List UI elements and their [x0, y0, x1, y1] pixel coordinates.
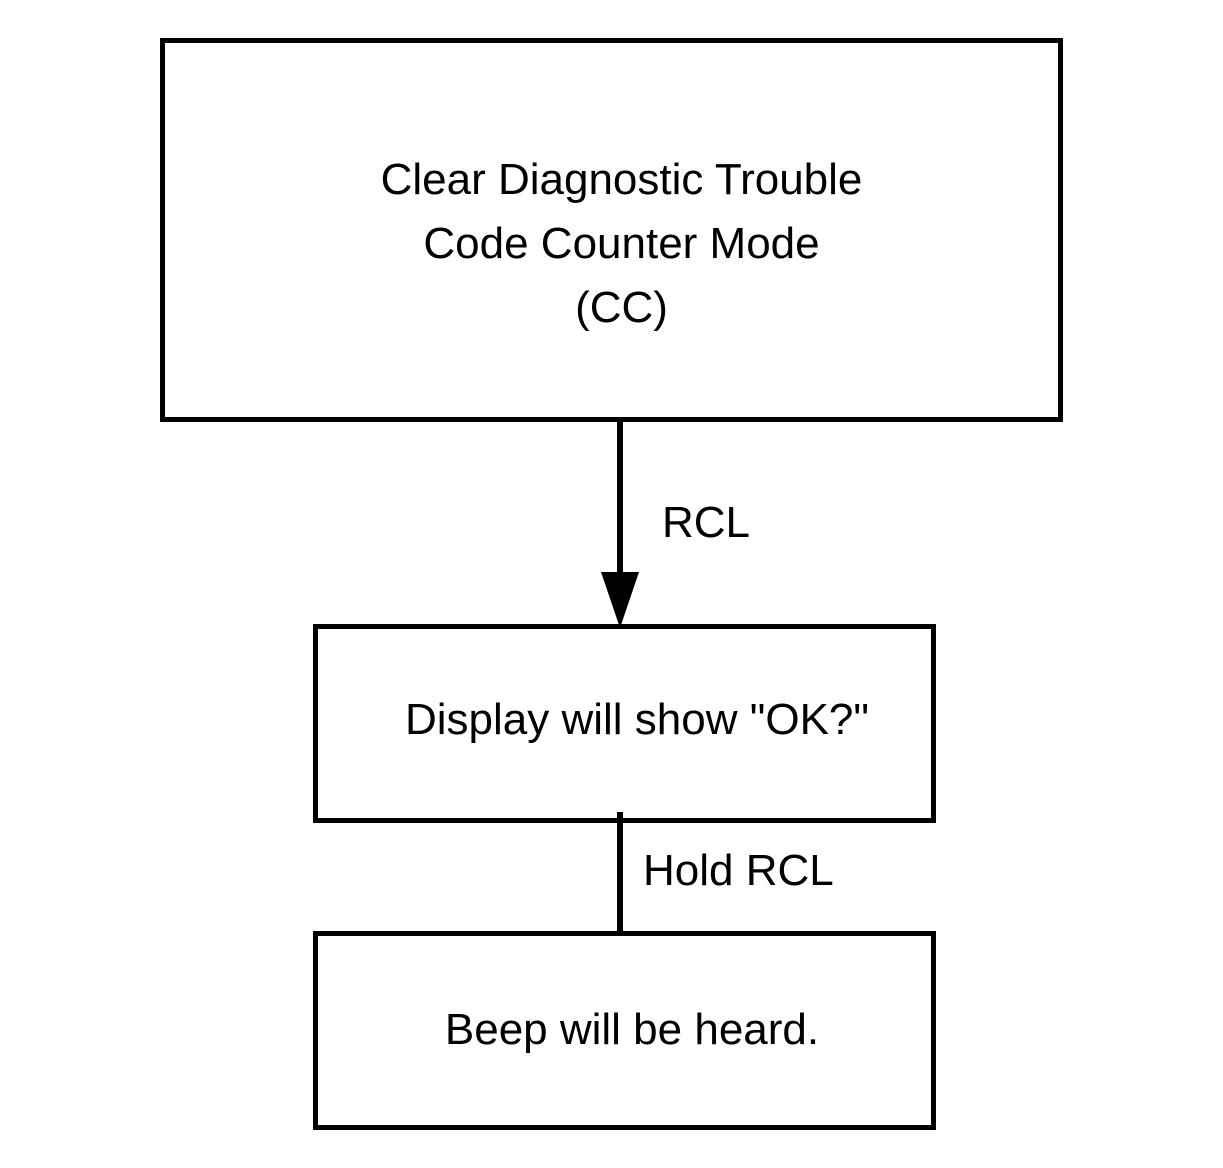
arrowhead-down-icon — [601, 572, 639, 628]
node-display-text: Display will show "OK?" — [404, 695, 870, 744]
node-beep-heard: Beep will be heard. — [313, 931, 936, 1130]
node-beep-text: Beep will be heard. — [444, 1005, 820, 1054]
node-clear-diagnostic-trouble-code-counter-mode: Clear Diagnostic Trouble Code Counter Mo… — [160, 38, 1063, 422]
edge-line-rcl — [617, 418, 623, 580]
node-clear-mode-line-2: Code Counter Mode — [423, 219, 820, 268]
edge-label-rcl: RCL — [662, 498, 751, 547]
node-clear-mode-text: Clear Diagnostic Trouble Code Counter Mo… — [185, 148, 1058, 340]
node-clear-mode-line-1: Clear Diagnostic Trouble — [380, 155, 863, 204]
edge-line-hold-rcl — [617, 812, 623, 934]
node-clear-mode-line-3: (CC) — [575, 283, 668, 332]
edge-label-hold-rcl: Hold RCL — [643, 846, 834, 895]
node-display-ok: Display will show "OK?" — [313, 624, 936, 823]
